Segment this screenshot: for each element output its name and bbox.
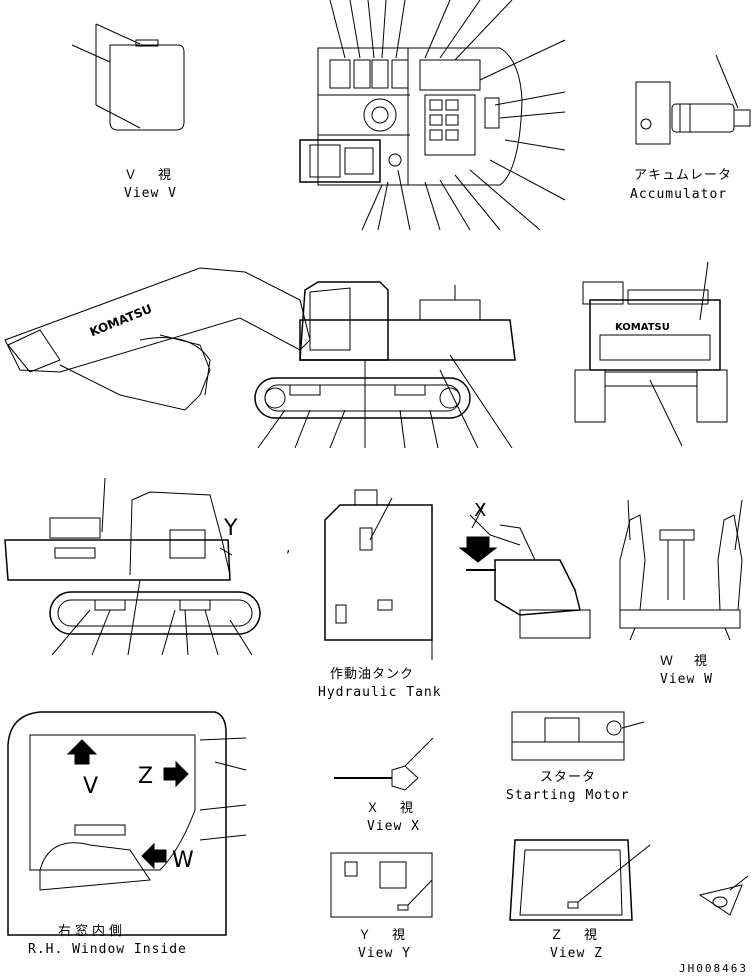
marker-v: V	[83, 774, 99, 799]
marker-comma: ,	[286, 540, 291, 556]
starting-motor-caption-en: Starting Motor	[506, 788, 630, 803]
view-x-key	[334, 737, 434, 791]
view-x-console	[458, 502, 591, 639]
rh-window-caption-jp: 右窓内側	[58, 924, 127, 939]
accumulator-caption-jp: アキュムレータ	[634, 168, 733, 183]
machine-top-view	[299, 0, 566, 231]
starting-motor-caption-jp: スタータ	[540, 770, 597, 785]
view-z-caption-jp: Ｚ 視	[550, 928, 602, 943]
marker-z: Z	[138, 764, 154, 789]
brand-logo-rear: KOMATSU	[615, 322, 670, 333]
view-w-caption-jp: Ｗ 視	[660, 654, 712, 669]
triangle-sticker	[698, 875, 749, 916]
view-v-caption-jp: Ｖ 視	[124, 168, 176, 183]
drawing-code: JH008463	[679, 962, 748, 975]
brand-logo-boom: KOMATSU	[88, 302, 154, 340]
rh-window-drawing	[7, 711, 247, 936]
excavator-side-view: KOMATSU	[4, 267, 516, 449]
hydraulic-tank-caption-en: Hydraulic Tank	[318, 685, 442, 700]
excavator-left-view	[4, 477, 261, 656]
view-z-frame	[509, 839, 651, 921]
accumulator-caption-en: Accumulator	[630, 187, 728, 202]
accumulator-drawing	[635, 54, 751, 145]
hydraulic-tank-drawing	[324, 489, 433, 660]
excavator-rear-view: KOMATSU	[574, 261, 728, 447]
view-w-caption-en: View W	[660, 672, 713, 687]
marker-x: X	[474, 500, 487, 521]
marker-w: W	[172, 848, 194, 873]
view-v-caption-en: View V	[124, 186, 177, 201]
view-w-drawing	[619, 499, 743, 641]
view-x-caption-jp: Ｘ 視	[366, 801, 418, 816]
marker-y: Y	[224, 516, 238, 541]
view-y-caption-jp: Ｙ 視	[358, 928, 410, 943]
view-v-drawing	[71, 23, 185, 131]
view-x-caption-en: View X	[367, 819, 420, 834]
view-z-caption-en: View Z	[550, 946, 603, 961]
rh-window-caption-en: R.H. Window Inside	[28, 942, 187, 957]
view-y-panel	[330, 852, 433, 918]
hydraulic-tank-caption-jp: 作動油タンク	[330, 667, 415, 682]
starting-motor-drawing	[511, 711, 645, 761]
view-y-caption-en: View Y	[358, 946, 411, 961]
